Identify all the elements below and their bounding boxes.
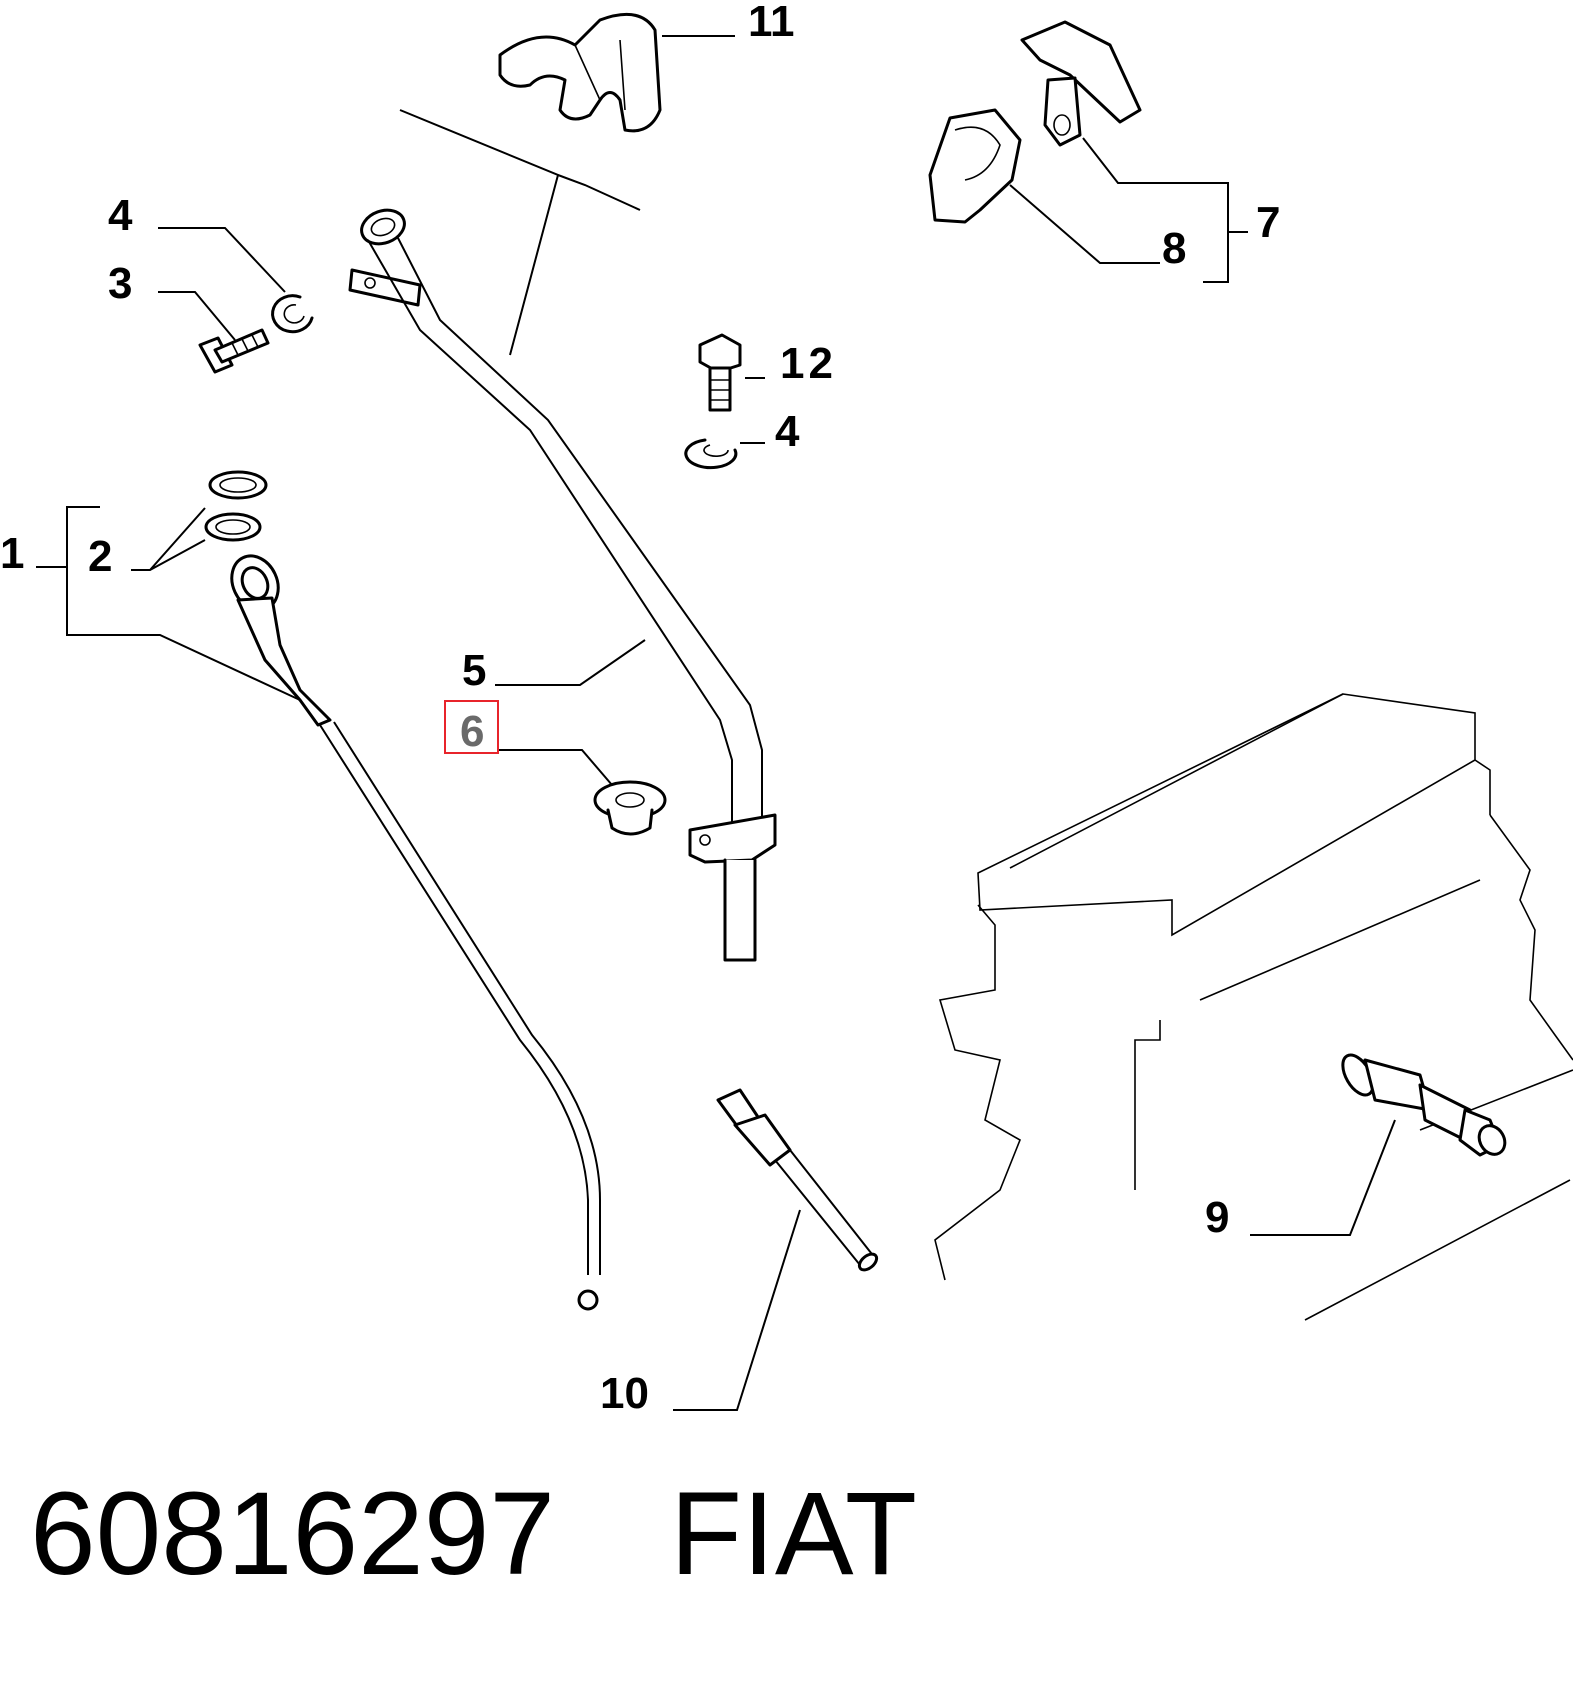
callout-9: 9: [1205, 1193, 1229, 1242]
clip-part-8: [928, 108, 1022, 224]
bracket-part-7: [1020, 20, 1142, 147]
brand-name: FIAT: [670, 1468, 917, 1600]
dipstick-part-1: [230, 554, 601, 1311]
callout-2: 2: [88, 532, 112, 581]
callout-1: 1: [0, 529, 24, 578]
callout-12: 12: [780, 339, 837, 388]
leader-lines: [36, 35, 1396, 1411]
lock-washer-part-4b: [684, 438, 738, 470]
callout-6: 6: [460, 707, 484, 756]
bolt-part-12: [698, 333, 742, 412]
callout-3: 3: [108, 259, 132, 308]
sensor-part-9: [1341, 1053, 1507, 1157]
callout-7: 7: [1256, 198, 1280, 247]
sensor-part-10: [716, 1088, 879, 1272]
callout-8: 8: [1162, 224, 1186, 273]
bush-part-6: [593, 780, 667, 836]
guide-tube-part-5: [348, 208, 777, 962]
callout-6-highlight: [444, 700, 499, 754]
seal-rings-part-2: [204, 470, 268, 542]
callout-11: 11: [748, 0, 795, 46]
callout-5: 5: [462, 646, 486, 695]
part-number: 60816297: [30, 1468, 556, 1600]
bolt-part-3: [198, 328, 270, 374]
callout-4: 4: [108, 191, 133, 240]
callout-10: 10: [600, 1369, 649, 1418]
lock-washer-part-4: [271, 294, 314, 334]
engine-block-outline: [934, 693, 1573, 1321]
clip-part-11: [498, 12, 662, 133]
callout-4-b: 4: [775, 407, 800, 456]
